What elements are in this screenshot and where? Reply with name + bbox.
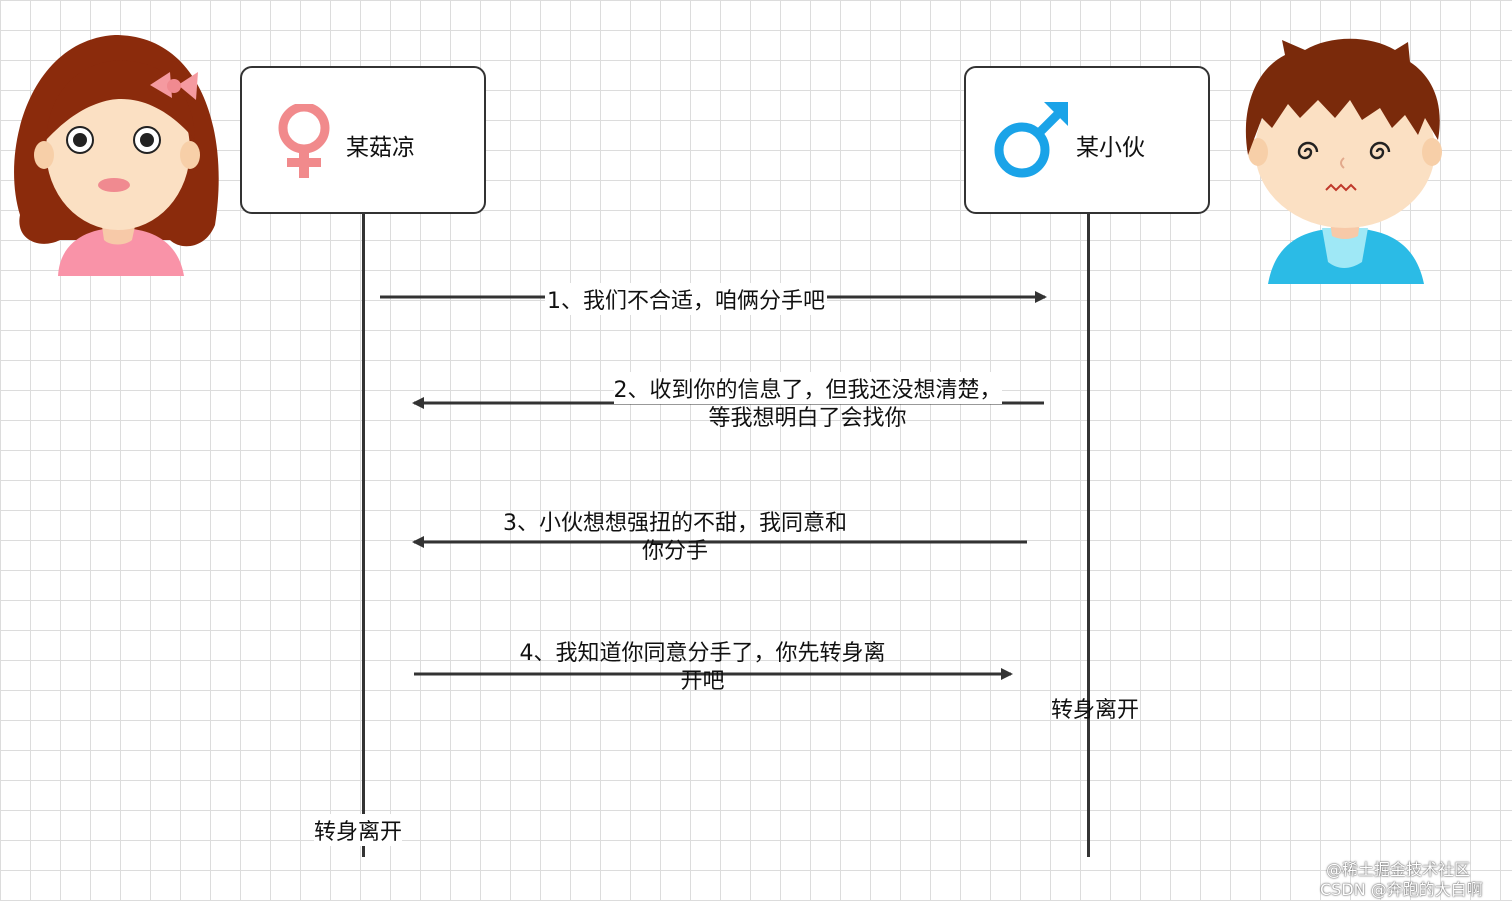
message-4-line-2: 开吧 [680,669,725,694]
message-3-line-1: 3、小伙想想强扭的不甜，我同意和 [503,511,847,536]
message-2-line-1: 2、收到你的信息了，但我还没想清楚， [613,372,1002,404]
lifeline-right [1087,214,1090,857]
participant-left-name: 某菇凉 [346,135,415,161]
participant-right-box: 某小伙 [964,66,1210,214]
message-4-line-1: 4、我知道你同意分手了，你先转身离 [519,641,886,666]
message-1-line-1: 1、我们不合适，咱俩分手吧 [547,289,825,314]
participant-left-box: 某菇凉 [240,66,486,214]
message-2-label: 2、收到你的信息了，但我还没想清楚， 等我想明白了会找你 [595,372,1020,432]
male-symbol-icon [994,102,1068,178]
message-3-label: 3、小伙想想强扭的不甜，我同意和 你分手 [485,505,865,565]
participant-right-name: 某小伙 [1076,135,1145,161]
message-1-label: 1、我们不合适，咱俩分手吧 [545,283,827,315]
message-4-label: 4、我知道你同意分手了，你先转身离 开吧 [500,635,905,695]
message-2-line-2: 等我想明白了会找你 [708,406,907,431]
watermark-line-2: CSDN @奔跑的大白啊 [1320,880,1483,899]
lifeline-left [362,214,365,857]
right-ending-label: 转身离开 [1051,698,1140,723]
watermark-line-1: @稀土掘金技术社区 [1326,860,1471,879]
female-symbol-icon [278,104,330,178]
left-ending-label: 转身离开 [314,814,403,846]
message-3-line-2: 你分手 [641,539,708,564]
